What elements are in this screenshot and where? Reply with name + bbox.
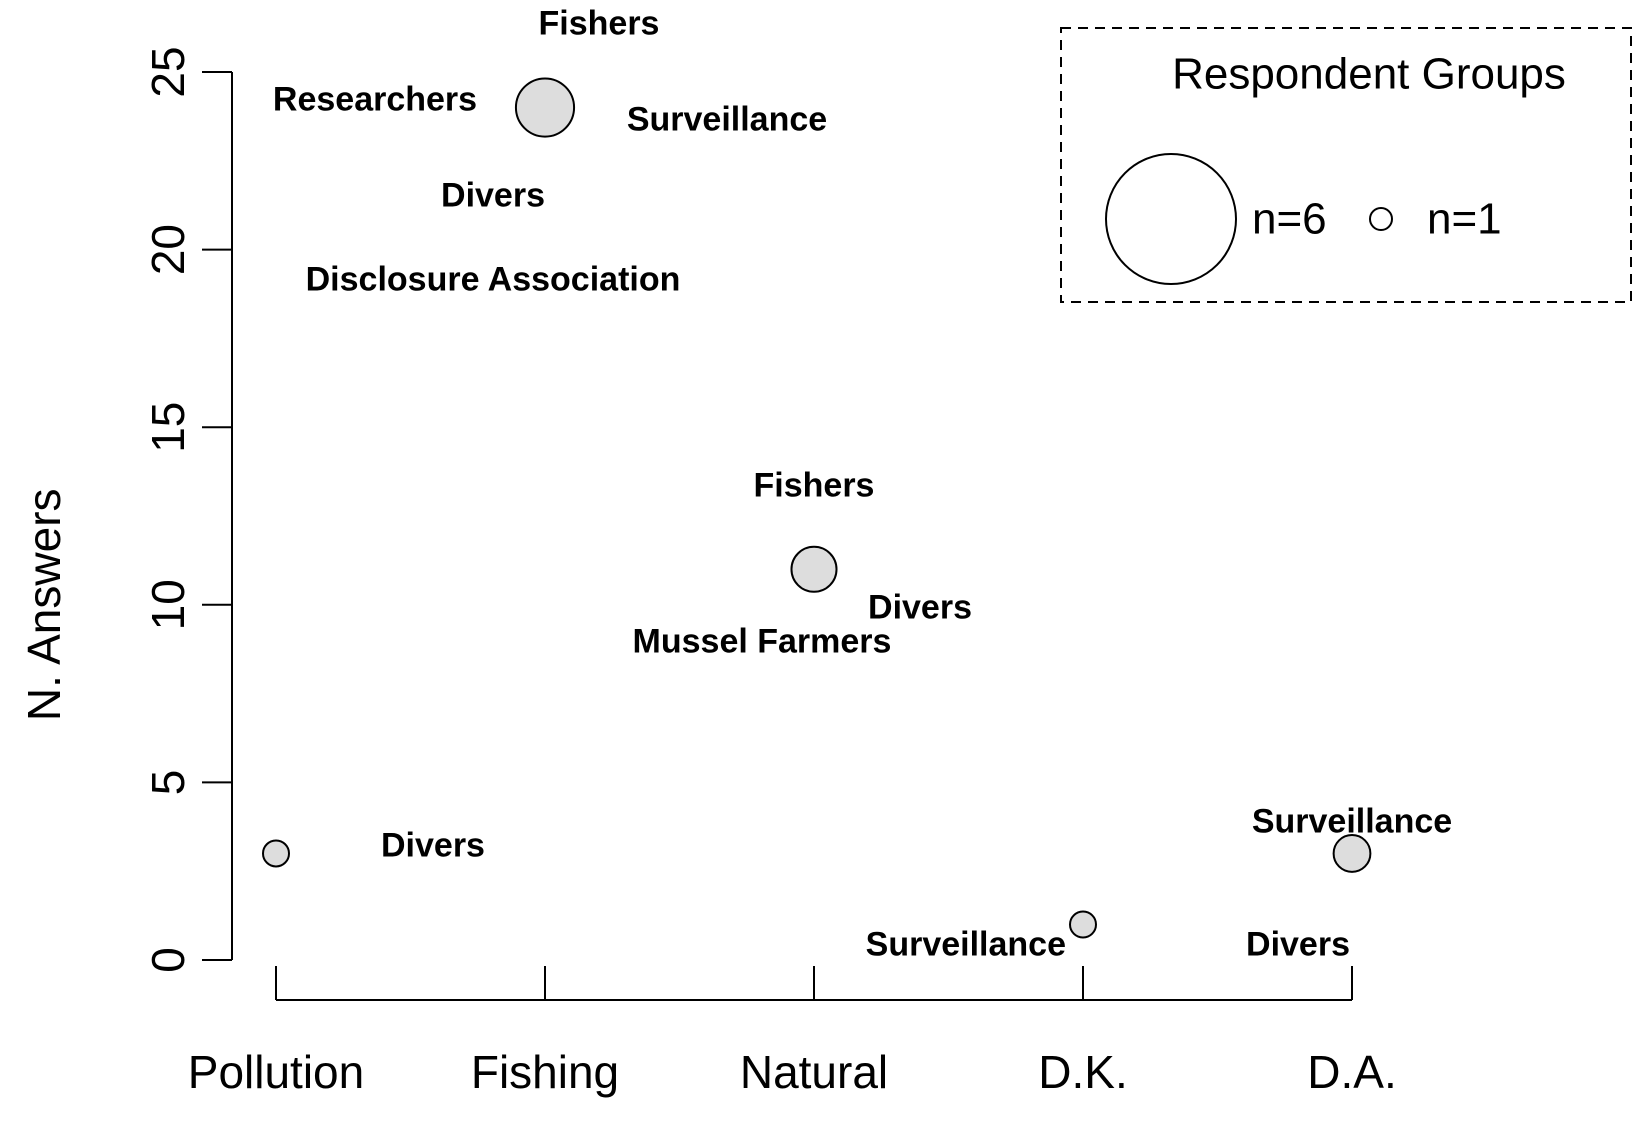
y-tick-label: 20	[142, 224, 194, 275]
bubbles	[262, 77, 1372, 939]
group-label: Researchers	[273, 81, 477, 119]
bubble-natural	[790, 545, 838, 593]
group-label: Surveillance	[866, 925, 1066, 963]
legend-box	[1060, 27, 1632, 303]
group-label: Disclosure Association	[306, 261, 681, 299]
x-tick-label: Natural	[740, 1046, 888, 1098]
x-tick-label: D.K.	[1038, 1046, 1127, 1098]
legend-label-small: n=1	[1427, 195, 1502, 244]
legend-title: Respondent Groups	[1172, 50, 1566, 99]
bubble-d-a	[1332, 834, 1372, 873]
y-tick-label: 0	[142, 947, 194, 973]
group-label: Fishers	[539, 5, 660, 43]
group-label: Surveillance	[1252, 802, 1452, 840]
x-tick-label: Fishing	[471, 1046, 619, 1098]
group-label: Divers	[868, 588, 972, 626]
group-label: Divers	[1246, 925, 1350, 963]
group-label: Mussel Farmers	[633, 622, 892, 660]
group-label: Divers	[381, 826, 485, 864]
bubble-pollution	[262, 839, 290, 868]
bubble-d-k	[1069, 910, 1097, 939]
group-label: Surveillance	[627, 101, 827, 139]
legend-bubble-large	[1105, 153, 1237, 285]
y-axis-title: N. Answers	[18, 488, 70, 721]
legend-bubble-small	[1369, 207, 1393, 231]
legend: Respondent Groups n=6 n=1	[1060, 27, 1632, 303]
y-tick-label: 25	[142, 46, 194, 97]
y-tick-label: 15	[142, 402, 194, 453]
x-tick-label: D.A.	[1307, 1046, 1396, 1098]
x-tick-label: Pollution	[188, 1046, 364, 1098]
group-label: Divers	[441, 177, 545, 215]
y-tick-label: 5	[142, 770, 194, 796]
legend-label-large: n=6	[1252, 195, 1327, 244]
x-axis: Pollution Fishing Natural D.K. D.A.	[188, 966, 1397, 1098]
y-axis: 0 5 10 15 20 25	[142, 46, 233, 973]
group-label: Fishers	[754, 466, 875, 504]
group-labels: DiversFishersResearchersSurveillanceDive…	[273, 5, 1452, 964]
y-tick-label: 10	[142, 579, 194, 630]
bubble-fishing	[514, 77, 576, 138]
